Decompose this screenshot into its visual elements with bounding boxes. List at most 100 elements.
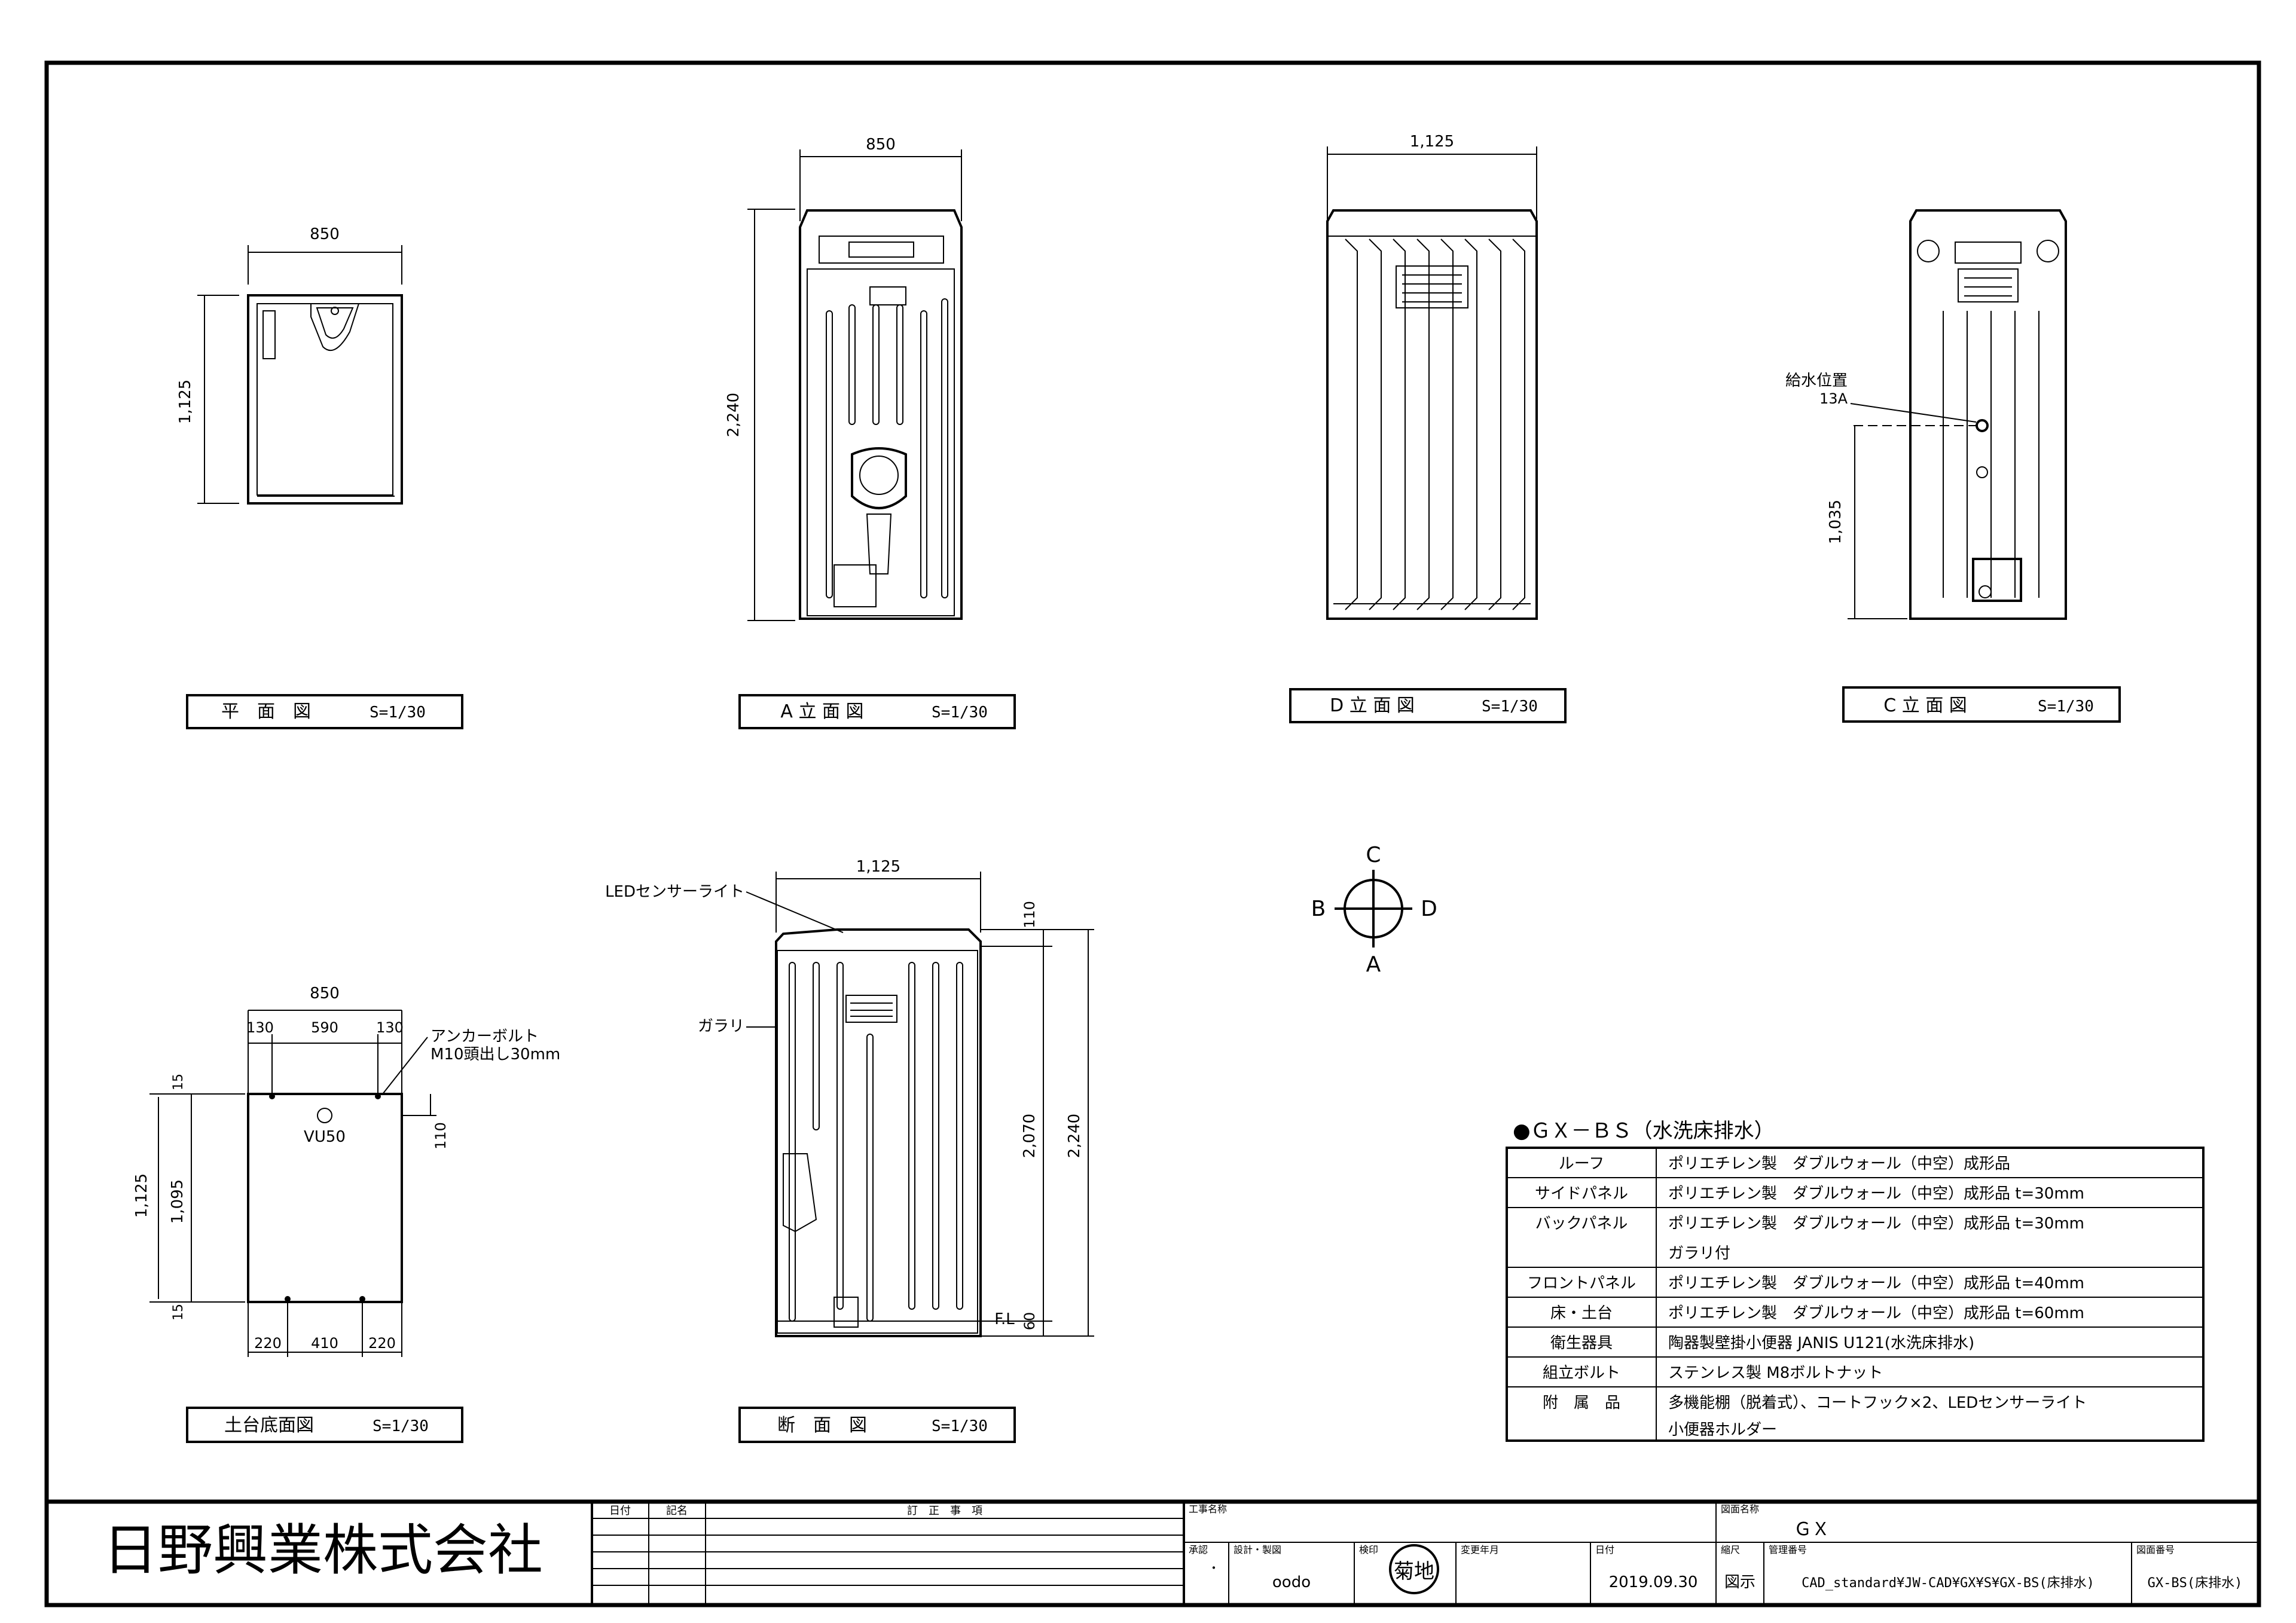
compass: C A B D bbox=[1311, 843, 1437, 977]
base-dim-inner: 1,095 bbox=[169, 1179, 187, 1224]
plan-title-box: 平 面 図 S=1/30 bbox=[186, 694, 463, 729]
base-dim-bottom-1: 220 bbox=[254, 1335, 282, 1352]
hdr-check: 記名 bbox=[666, 1505, 688, 1517]
base-dim-top-2: 590 bbox=[311, 1019, 338, 1036]
spec-row-8-value: 多機能棚（脱着式）、コートフック×2、LEDセンサーライト bbox=[1668, 1394, 2087, 1412]
base-dim-110: 110 bbox=[432, 1122, 449, 1150]
spec-row-3-value2: ガラリ付 bbox=[1668, 1245, 1730, 1263]
section-dim-2070: 2,070 bbox=[1021, 1114, 1039, 1158]
spec-row-5-value: ポリエチレン製 ダブルウォール（中空）成形品 t=60mm bbox=[1668, 1304, 2084, 1322]
base-dim-top-3: 130 bbox=[376, 1019, 404, 1036]
d-title-box: D 立 面 図 S=1/30 bbox=[1289, 688, 1567, 723]
section-view: 1,125 110 2,070 2,240 60 F.L bbox=[605, 858, 1094, 1337]
hdr-date2: 日付 bbox=[1595, 1544, 1614, 1555]
base-anchor-line2: M10頭出し30mm bbox=[430, 1046, 560, 1063]
hdr-design: 設計・製図 bbox=[1234, 1544, 1281, 1555]
d-scale: S=1/30 bbox=[1482, 698, 1538, 716]
spec-row-7-label: 組立ボルト bbox=[1543, 1364, 1620, 1382]
a-title: A 立 面 図 bbox=[780, 701, 863, 722]
section-gallery-label: ガラリ bbox=[698, 1017, 744, 1035]
base-dim-width: 850 bbox=[310, 985, 340, 1002]
base-vu-label: VU50 bbox=[304, 1128, 346, 1146]
spec-row-8-value2: 小便器ホルダー bbox=[1668, 1421, 1777, 1439]
spec-row-4-label: フロントパネル bbox=[1527, 1274, 1636, 1292]
spec-row-1-label: ルーフ bbox=[1559, 1155, 1604, 1173]
c-title-box: C 立 面 図 S=1/30 bbox=[1842, 686, 2121, 723]
scale: 図示 bbox=[1724, 1573, 1755, 1591]
plan-title: 平 面 図 bbox=[221, 701, 311, 722]
a-dim-width: 850 bbox=[866, 136, 896, 154]
c-water-size: 13A bbox=[1819, 390, 1848, 407]
base-dim-15a: 15 bbox=[171, 1074, 186, 1090]
compass-a: A bbox=[1366, 952, 1381, 977]
drawing-border bbox=[44, 60, 2261, 1607]
spec-row-7-value: ステンレス製 M8ボルトナット bbox=[1668, 1364, 1883, 1382]
base-dim-15b: 15 bbox=[171, 1304, 186, 1321]
hdr-revision: 訂 正 事 項 bbox=[907, 1505, 982, 1517]
section-dim-60: 60 bbox=[1021, 1312, 1038, 1331]
plan-scale: S=1/30 bbox=[370, 704, 426, 722]
base-dim-bottom-3: 220 bbox=[368, 1335, 396, 1352]
plan-view: 850 1,125 bbox=[176, 225, 403, 505]
hdr-inspect: 検印 bbox=[1359, 1544, 1378, 1555]
drawing-name: ＧＸ bbox=[1794, 1519, 1830, 1540]
base-dim-bottom-2: 410 bbox=[311, 1335, 338, 1352]
inspection-stamp bbox=[1389, 1544, 1439, 1594]
compass-b: B bbox=[1311, 897, 1326, 921]
base-dim-depth: 1,125 bbox=[133, 1173, 151, 1218]
section-dim-110: 110 bbox=[1021, 901, 1038, 928]
plan-dim-depth: 1,125 bbox=[176, 380, 194, 424]
d-dim-width: 1,125 bbox=[1410, 133, 1454, 151]
c-title: C 立 面 図 bbox=[1883, 695, 1967, 716]
plan-dim-width: 850 bbox=[310, 225, 340, 243]
section-dim-2240: 2,240 bbox=[1065, 1114, 1083, 1158]
hdr-number: 図面番号 bbox=[2136, 1544, 2175, 1555]
hdr-scale: 縮尺 bbox=[1721, 1544, 1740, 1555]
d-elevation-view: 1,125 bbox=[1326, 133, 1538, 620]
spec-row-1-value: ポリエチレン製 ダブルウォール（中空）成形品 bbox=[1668, 1155, 2010, 1173]
c-water-label: 給水位置 bbox=[1785, 372, 1848, 390]
designer: oodo bbox=[1272, 1573, 1311, 1591]
spec-row-5-label: 床・土台 bbox=[1550, 1304, 1613, 1322]
a-scale: S=1/30 bbox=[932, 704, 988, 722]
spec-row-6-label: 衛生器具 bbox=[1550, 1334, 1613, 1352]
section-dim-width: 1,125 bbox=[856, 858, 900, 876]
hdr-approve: 承認 bbox=[1189, 1544, 1208, 1555]
c-elevation-view: 1,035 給水位置 13A bbox=[1785, 209, 2067, 620]
hdr-file: 管理番号 bbox=[1769, 1544, 1807, 1555]
base-view: 850 130 590 130 VU50 110 アンカーボルト M10頭出し3… bbox=[133, 985, 560, 1357]
spec-row-3-value: ポリエチレン製 ダブルウォール（中空）成形品 t=30mm bbox=[1668, 1215, 2084, 1233]
spec-row-2-value: ポリエチレン製 ダブルウォール（中空）成形品 t=30mm bbox=[1668, 1185, 2084, 1203]
section-led-label: LEDセンサーライト bbox=[605, 883, 744, 901]
file-path: CAD_standard¥JW-CAD¥GX¥S¥GX-BS(床排水) bbox=[1802, 1576, 2095, 1591]
drawing-number: GX-BS(床排水) bbox=[2148, 1576, 2243, 1591]
section-fl-label: F.L bbox=[994, 1310, 1015, 1328]
base-scale: S=1/30 bbox=[373, 1417, 429, 1435]
date: 2019.09.30 bbox=[1609, 1573, 1698, 1591]
title-block: 日野興業株式会社 日付 記名 訂 正 事 項 工事名称 図面名称 ＧＸ 承認 ・… bbox=[47, 1499, 2259, 1605]
spec-row-2-label: サイドパネル bbox=[1535, 1185, 1628, 1203]
spec-row-8-label: 附 属 品 bbox=[1543, 1394, 1620, 1412]
section-title-box: 断 面 図 S=1/30 bbox=[738, 1407, 1016, 1443]
compass-c: C bbox=[1366, 843, 1381, 867]
d-title: D 立 面 図 bbox=[1330, 695, 1415, 716]
approve-mark: ・ bbox=[1208, 1561, 1220, 1575]
base-title: 土台底面図 bbox=[224, 1415, 314, 1436]
stamp-text: 菊地 bbox=[1394, 1560, 1434, 1584]
spec-table: ●ＧＸ－ＢＳ（水洗床排水） ルーフ ポリエチレン製 ダブルウォール（中空）成形品… bbox=[1506, 1119, 2205, 1442]
base-title-box: 土台底面図 S=1/30 bbox=[186, 1407, 463, 1443]
a-elevation-view: 850 2,240 bbox=[725, 136, 963, 621]
c-scale: S=1/30 bbox=[2038, 698, 2094, 716]
hdr-drawing-name: 図面名称 bbox=[1721, 1503, 1759, 1515]
section-title: 断 面 図 bbox=[777, 1415, 867, 1436]
company-name: 日野興業株式会社 bbox=[103, 1518, 543, 1582]
compass-d: D bbox=[1421, 897, 1437, 921]
c-dim-water: 1,035 bbox=[1827, 500, 1845, 544]
base-dim-top-1: 130 bbox=[246, 1019, 274, 1036]
a-title-box: A 立 面 図 S=1/30 bbox=[738, 694, 1016, 729]
spec-row-6-value: 陶器製壁掛小便器 JANIS U121(水洗床排水) bbox=[1668, 1334, 1974, 1352]
base-anchor-line1: アンカーボルト bbox=[430, 1028, 539, 1046]
a-dim-height: 2,240 bbox=[725, 393, 743, 437]
section-scale: S=1/30 bbox=[932, 1417, 988, 1435]
